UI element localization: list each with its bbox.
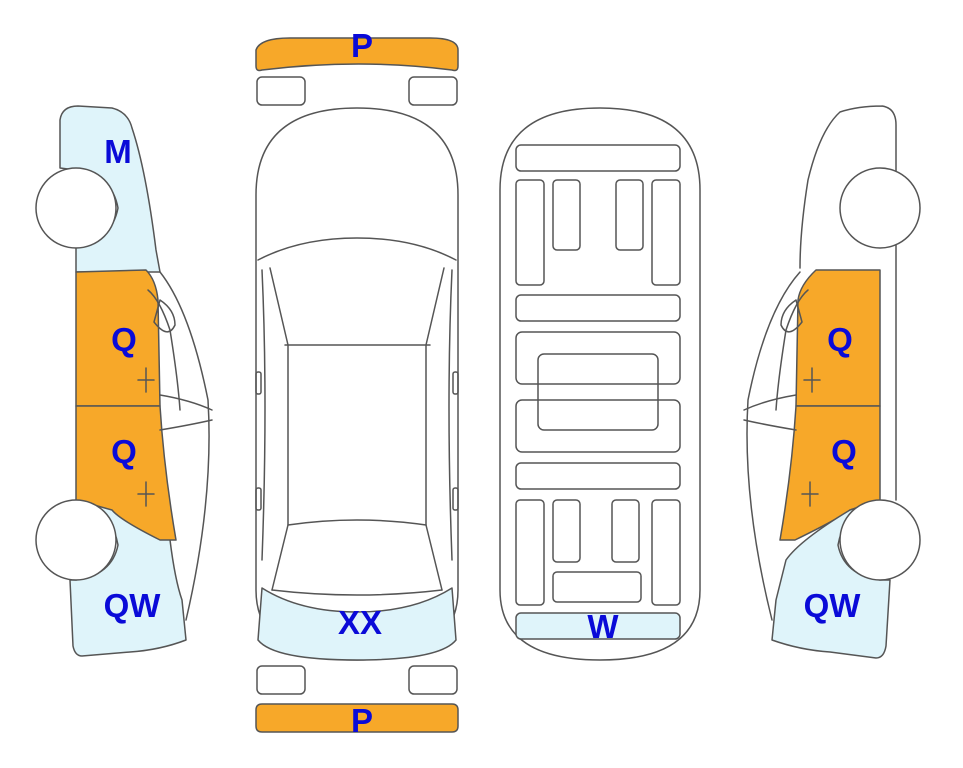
left-rear-door-panel [75,269,161,407]
label-right-front-door: Q [831,433,857,470]
car-left-side-view [35,105,213,657]
rear-left-lamp [256,76,306,106]
rear-right-lamp [408,76,458,106]
right-rear-door-panel [795,269,881,407]
car-underbody-view [499,107,701,661]
label-front-bumper: P [351,27,373,64]
front-bumper-panel [255,703,459,733]
label-rear-bumper: P [351,702,373,739]
label-right-front-fender: QW [804,587,862,624]
left-rear-wheel [35,167,117,249]
car-top-view [255,37,459,733]
rear-bumper-panel [255,37,459,72]
label-hood: XX [338,604,382,641]
label-underbody-front: W [587,608,619,645]
label-right-rear-door: Q [827,321,853,358]
label-left-rear-door: Q [111,321,137,358]
left-front-wheel [35,499,117,581]
damage-labels: P P M Q Q QW Q Q QW XX W [104,27,862,739]
hood-panel [257,587,457,661]
left-front-door-panel [75,405,177,541]
car-right-side-view [743,105,921,659]
label-left-front-fender: QW [104,587,162,624]
right-rear-wheel [839,167,921,249]
underbody-front-panel [515,612,681,640]
front-left-lamp [256,665,306,695]
label-left-front-door: Q [111,433,137,470]
right-front-wheel [839,499,921,581]
front-right-lamp [408,665,458,695]
label-left-rear-quarter: M [104,133,132,170]
top-body-outline [255,107,459,661]
